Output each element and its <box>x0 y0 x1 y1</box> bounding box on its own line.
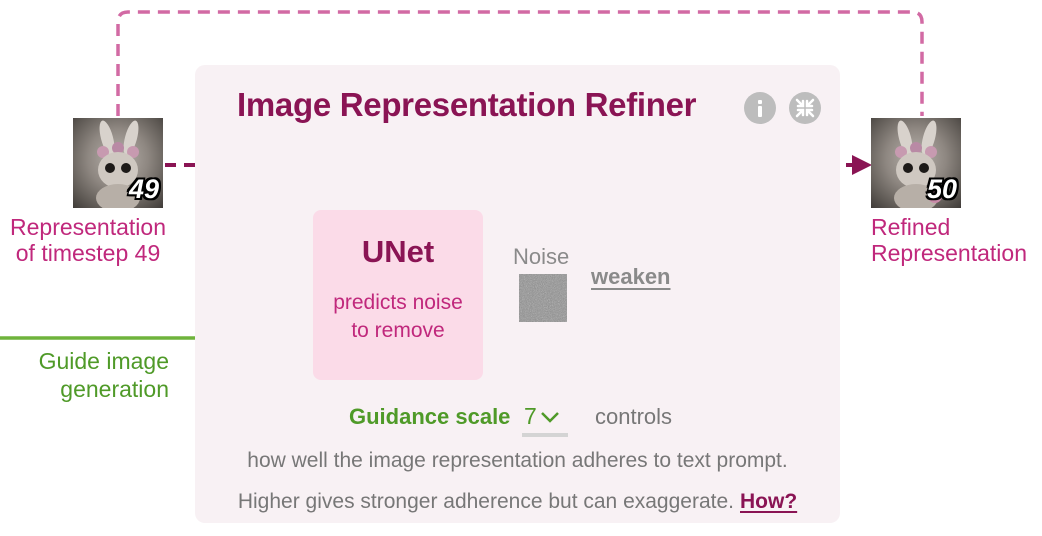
collapse-icon <box>795 98 815 118</box>
guidance-scale-value: 7 <box>524 403 537 429</box>
output-label-line2: Representation <box>871 240 1027 266</box>
guidance-desc-line2: Higher gives stronger adherence but can … <box>237 490 734 513</box>
guidance-description: how well the image representation adhere… <box>200 440 835 522</box>
output-label-line1: Refined <box>871 214 951 240</box>
controls-text: controls <box>595 404 673 429</box>
guidance-scale-select[interactable]: 7 <box>522 403 568 437</box>
refiner-panel <box>195 65 840 523</box>
bypass-dashed-line <box>116 10 924 116</box>
unet-description: predicts noise to remove <box>313 289 483 345</box>
input-label-line2: of timestep 49 <box>15 240 161 266</box>
unet-title: UNet <box>361 234 435 269</box>
step-number: 50 <box>926 174 957 204</box>
unet-box: UNet predicts noise to remove <box>313 210 483 380</box>
step-number: 49 <box>128 174 159 204</box>
input-label-line1: Representation <box>10 214 166 240</box>
guidance-scale-label: Guidance scale <box>349 404 511 429</box>
guide-label: Guide image generation <box>0 347 169 403</box>
unet-desc-line1: predicts noise <box>333 291 463 314</box>
chevron-down-icon <box>541 412 559 423</box>
guidance-desc-line2-wrap: Higher gives stronger adherence but can … <box>200 481 835 522</box>
input-image-thumbnail: 49 <box>73 118 163 208</box>
weaken-link[interactable]: weaken <box>591 264 671 289</box>
info-icon <box>758 100 762 117</box>
bunny-image <box>96 120 140 208</box>
guide-label-line1: Guide image <box>38 348 169 374</box>
collapse-button[interactable] <box>789 92 821 124</box>
guidance-desc-line1: how well the image representation adhere… <box>247 449 788 472</box>
input-label: Representation of timestep 49 <box>5 214 171 266</box>
guide-label-line2: generation <box>60 376 169 402</box>
bunny-image <box>894 120 942 208</box>
info-button[interactable] <box>744 92 776 124</box>
how-link[interactable]: How? <box>740 490 798 513</box>
unet-desc-line2: to remove <box>351 319 445 342</box>
output-image-thumbnail: 50 <box>871 118 961 208</box>
noise-image <box>519 274 567 322</box>
noise-label: Noise <box>513 244 570 269</box>
noise-texture <box>519 274 567 322</box>
output-label: Refined Representation <box>871 214 1027 266</box>
panel-title: Image Representation Refiner <box>237 86 697 123</box>
